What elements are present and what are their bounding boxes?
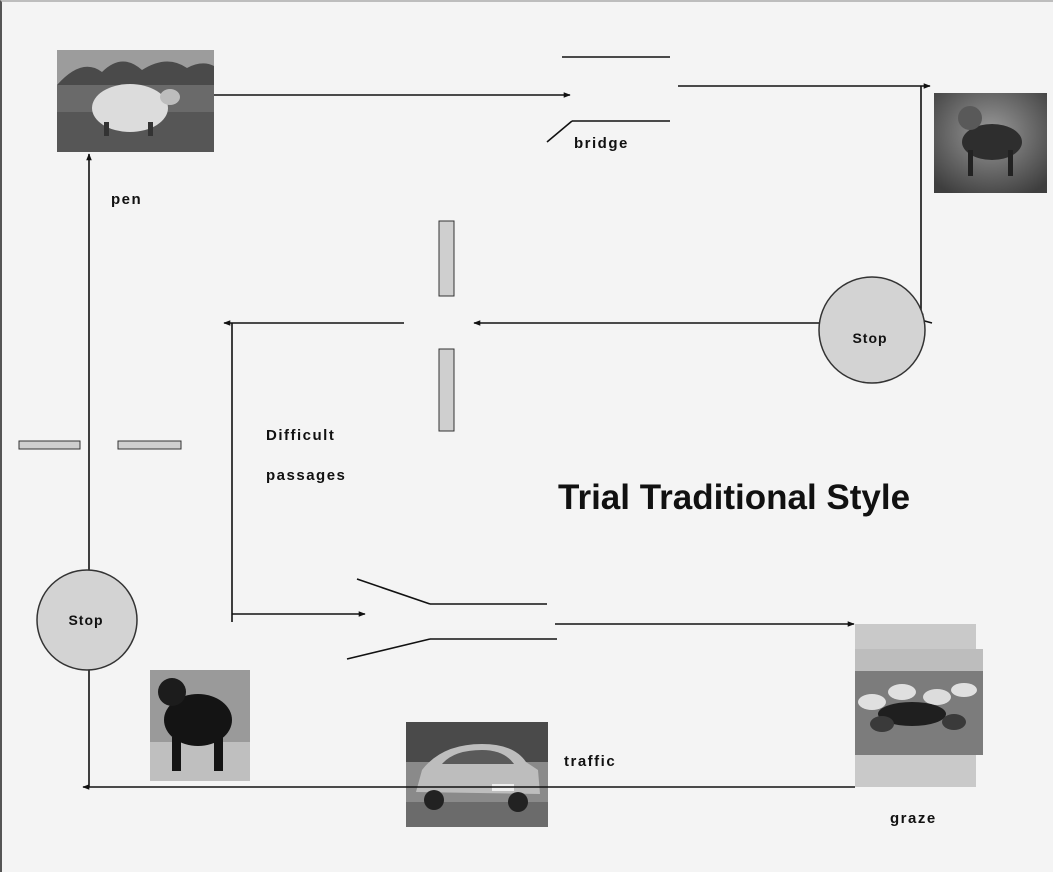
graze-photo <box>855 624 983 787</box>
label-difficult-line1: Difficult <box>266 427 335 444</box>
funnel-shape <box>346 578 557 660</box>
label-difficult-line2: passages <box>266 467 346 484</box>
dog-photo-top-right <box>934 93 1047 193</box>
crossing-bar-bottom <box>438 348 455 432</box>
stop-circle-right: Stop <box>818 276 926 384</box>
label-bridge: bridge <box>574 135 629 152</box>
label-traffic: traffic <box>564 753 616 770</box>
gate-bar-left <box>18 440 81 450</box>
dog-photo-bottom-left <box>150 670 250 781</box>
gate-bar-right <box>117 440 182 450</box>
crossing-bar-top <box>438 220 455 297</box>
stop-label-left: Stop <box>68 612 103 628</box>
label-graze: graze <box>890 810 937 827</box>
stop-circle-left: Stop <box>36 569 138 671</box>
stop-label-right: Stop <box>852 330 887 346</box>
diagram-title: Trial Traditional Style <box>558 478 910 517</box>
label-pen: pen <box>111 191 142 208</box>
car-photo <box>406 722 548 827</box>
bridge-shape <box>546 56 670 143</box>
sheep-photo <box>57 50 214 152</box>
